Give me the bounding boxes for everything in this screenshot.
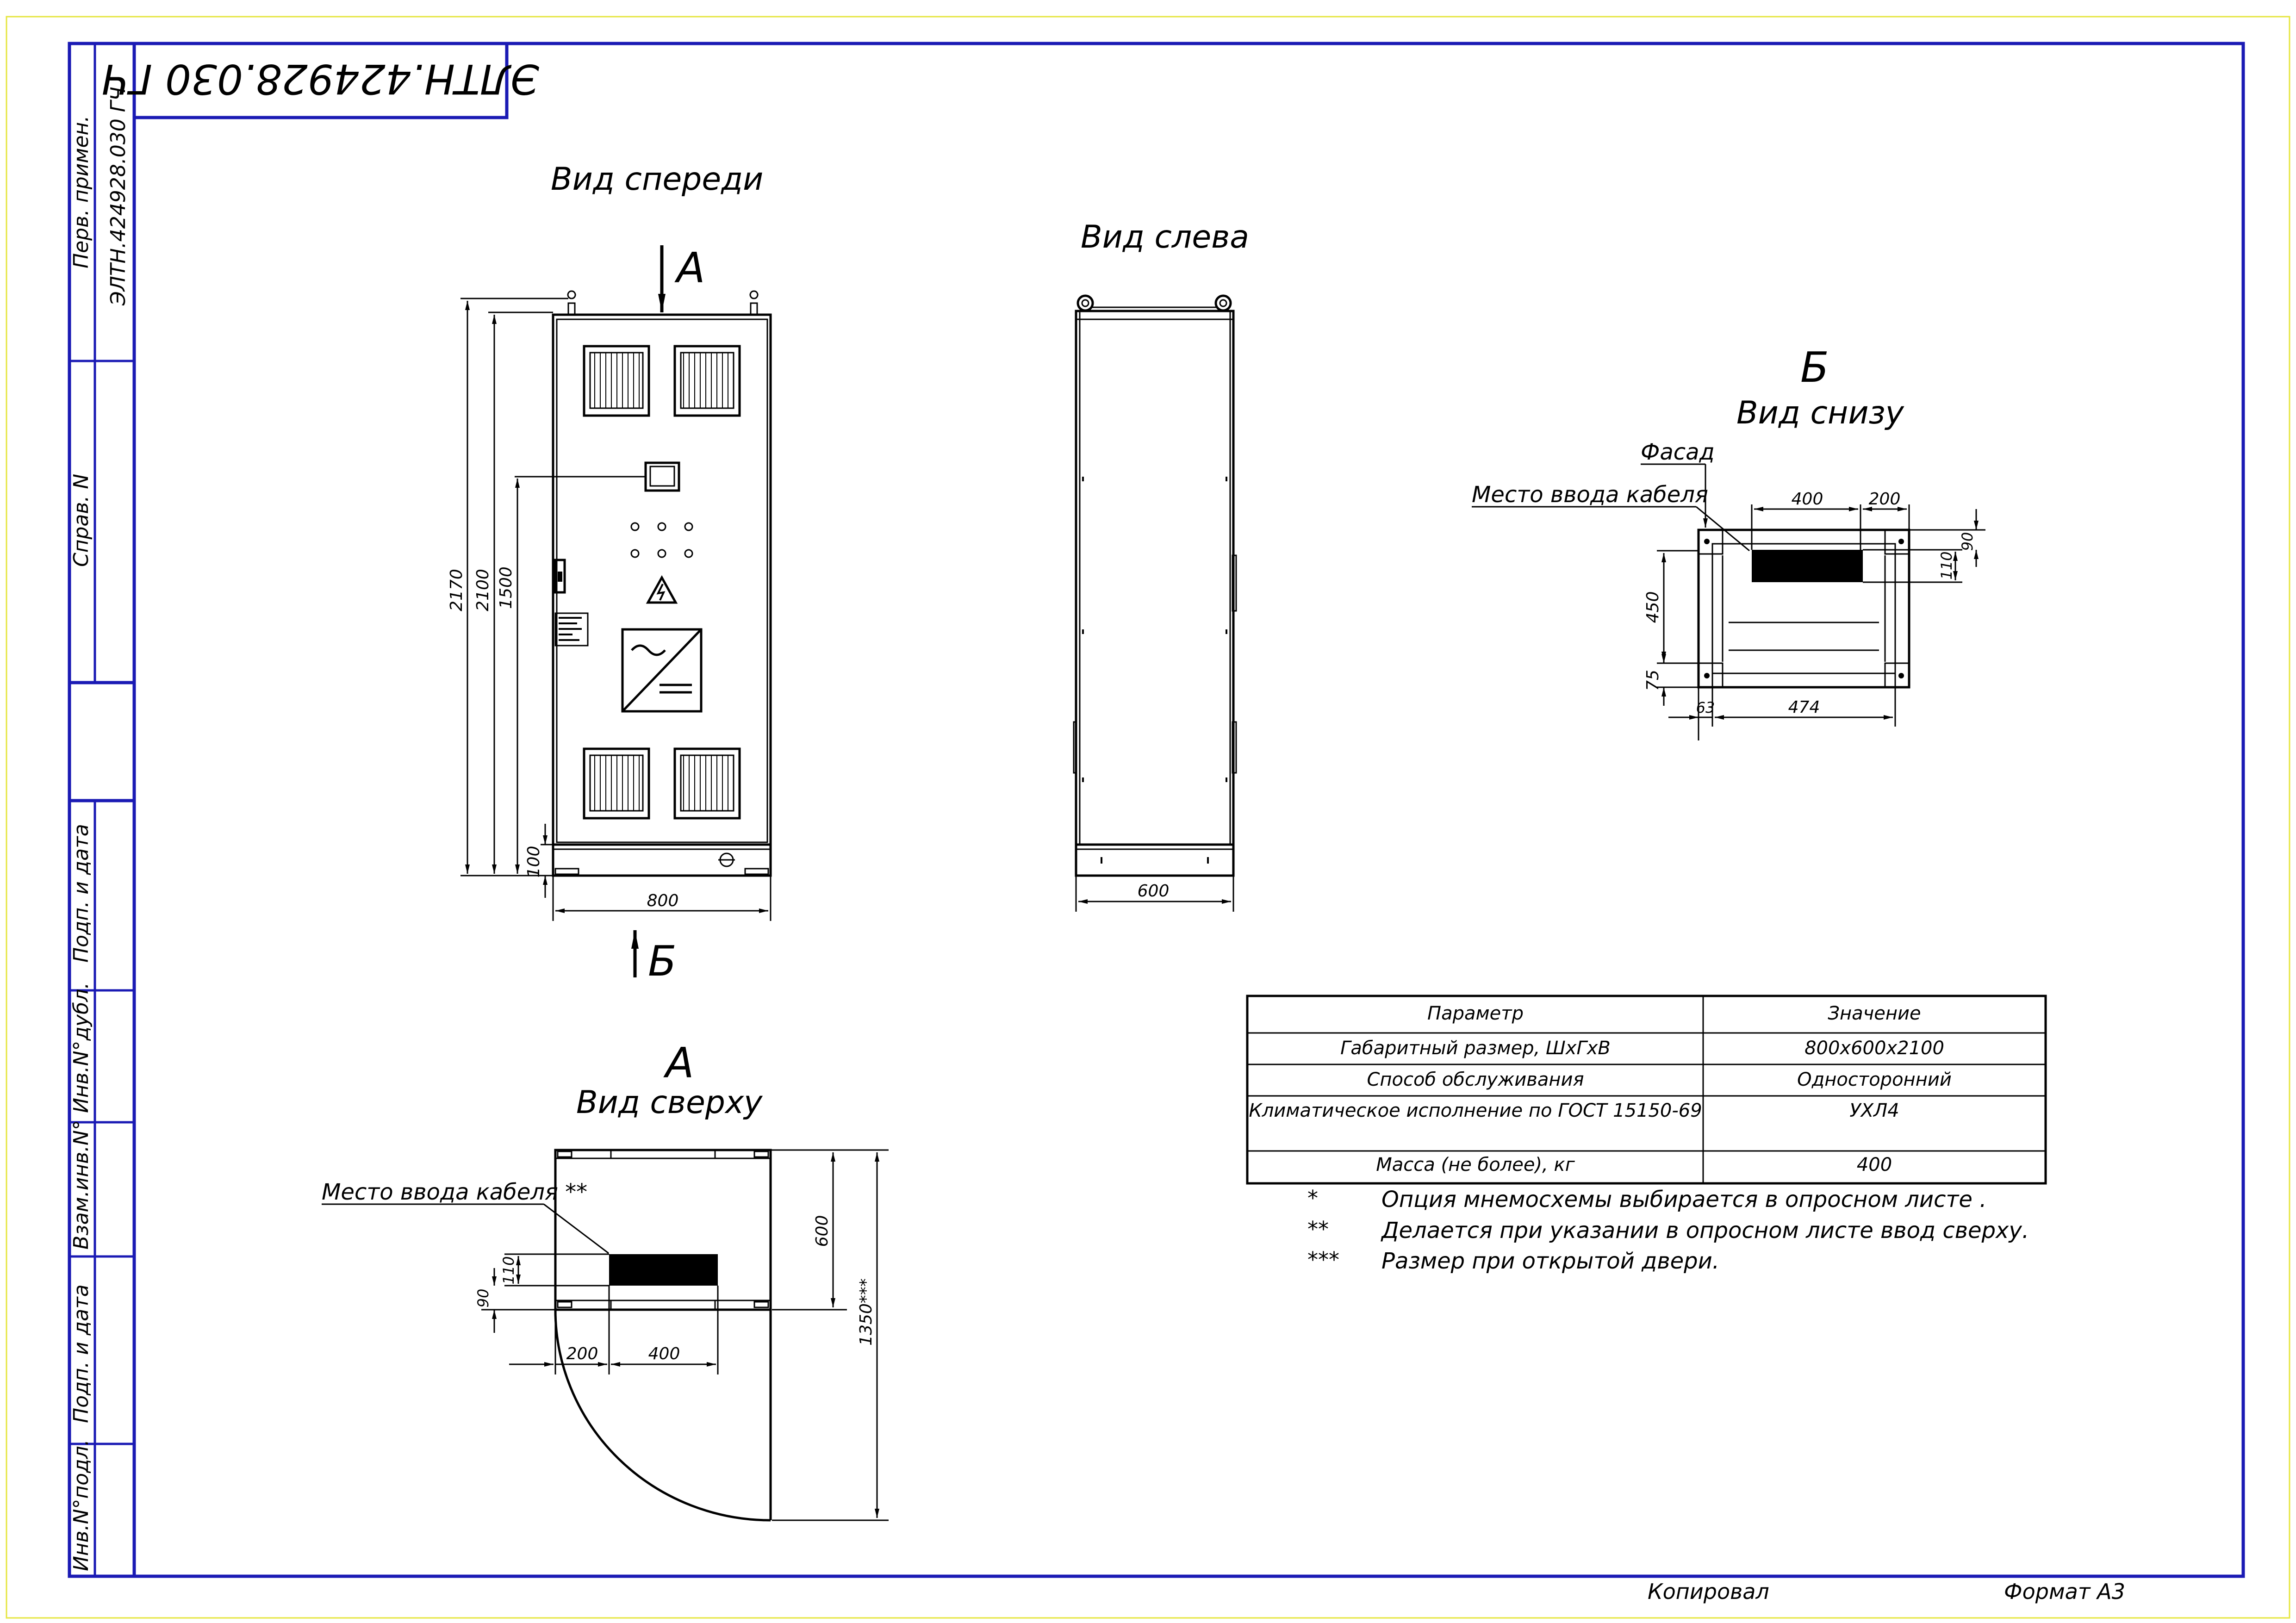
side-podp-data-2: Подп. и дата [69, 1284, 93, 1423]
bottom-view-letter: Б [1800, 343, 1829, 392]
side-perv-primen: Перв. примен. [69, 116, 93, 268]
note-1-text: Опция мнемосхемы выбирается в опросном л… [1381, 1187, 1986, 1213]
side-sprav-no: Справ. N [69, 474, 93, 567]
top-view-title: Вид сверху [576, 1084, 763, 1121]
dim-front-h-body: 2100 [473, 569, 492, 611]
dim-bottom-63: 63 [1696, 699, 1715, 716]
bottom-view-title: Вид снизу [1736, 395, 1904, 431]
dim-top-200: 200 [566, 1344, 598, 1363]
table-row-1-value: 800х600х2100 [1804, 1038, 1944, 1059]
dim-front-h-total: 2170 [447, 569, 466, 611]
copied-label: Копировал [1648, 1579, 1769, 1604]
left-view-title: Вид слева [1081, 219, 1249, 255]
dim-bottom-450: 450 [1643, 591, 1662, 623]
note-1-mark: * [1307, 1186, 1318, 1211]
dim-bottom-400: 400 [1792, 490, 1823, 509]
table-header-param: Параметр [1427, 1003, 1524, 1024]
front-arrow-bottom-letter: Б [648, 937, 677, 986]
table-row-3-param: Климатическое исполнение по ГОСТ 15150-6… [1249, 1100, 1702, 1121]
left-view: Вид слева 600 [1073, 219, 1249, 912]
top-cable-label: Место ввода кабеля ** [322, 1179, 587, 1205]
table-row-4-param: Масса (не более), кг [1376, 1154, 1575, 1175]
dim-bottom-474: 474 [1788, 698, 1820, 717]
dim-left-depth: 600 [1138, 882, 1170, 901]
bottom-cable-label: Место ввода кабеля [1472, 482, 1708, 508]
notes: * Опция мнемосхемы выбирается в опросном… [1307, 1186, 2029, 1274]
side-fields: Перв. примен. ЭЛТН.424928.030 ГЧ Справ. … [69, 87, 130, 1571]
spec-table: Параметр Значение Габаритный размер, ШхГ… [1246, 995, 2047, 1185]
dim-front-h-panel: 1500 [497, 566, 516, 609]
dim-bottom-90: 90 [1959, 532, 1976, 551]
note-2-mark: ** [1307, 1217, 1329, 1242]
dim-bottom-200: 200 [1869, 490, 1901, 509]
table-row-3-value: УХЛ4 [1849, 1100, 1899, 1121]
dim-front-width: 800 [647, 891, 679, 910]
note-2-text: Делается при указании в опросном листе в… [1381, 1218, 2029, 1244]
dim-bottom-110: 110 [1938, 551, 1955, 579]
dim-bottom-75: 75 [1643, 670, 1662, 691]
dim-top-110: 110 [500, 1256, 517, 1284]
top-view-letter: А [663, 1039, 694, 1088]
note-3-mark: *** [1307, 1247, 1339, 1272]
format-label: Формат А3 [2004, 1579, 2125, 1604]
note-3-text: Размер при открытой двери. [1381, 1248, 1719, 1274]
table-row-4-value: 400 [1857, 1154, 1892, 1175]
title-frame [68, 42, 2245, 1578]
dim-top-400: 400 [648, 1344, 680, 1363]
front-view: Вид спереди А Б [447, 161, 772, 986]
dim-top-90: 90 [474, 1289, 492, 1308]
table-row-1-param: Габаритный размер, ШхГхВ [1340, 1038, 1611, 1059]
side-perv-primen-value: ЭЛТН.424928.030 ГЧ [106, 87, 130, 306]
table-header-value: Значение [1828, 1003, 1921, 1024]
outer-frame [6, 16, 2290, 1619]
front-view-title: Вид спереди [551, 161, 763, 198]
table-row-2-param: Способ обслуживания [1367, 1069, 1584, 1090]
dim-front-h-plinth: 100 [524, 846, 543, 878]
top-view: А Вид сверху Место ввода кабеля ** 110 9… [322, 1039, 889, 1522]
side-inv-dubl: Инв.N°дубл. [69, 983, 93, 1113]
dim-top-600: 600 [813, 1215, 832, 1247]
side-vzam-inv: Взам.инв.N° [69, 1120, 93, 1250]
front-arrow-top-letter: А [674, 244, 705, 292]
dim-top-1350: 1350*** [857, 1278, 876, 1346]
side-podp-data-1: Подп. и дата [69, 824, 93, 963]
facade-label: Фасад [1641, 439, 1715, 465]
side-inv-podl: Инв.N°подл. [69, 1439, 93, 1571]
table-row-2-value: Односторонний [1797, 1069, 1952, 1090]
stamp-code: ЭЛТН.424928.030 ГЧ [102, 55, 540, 103]
bottom-view: Б Вид снизу Фасад Место ввода кабеля 400… [1472, 343, 1985, 740]
